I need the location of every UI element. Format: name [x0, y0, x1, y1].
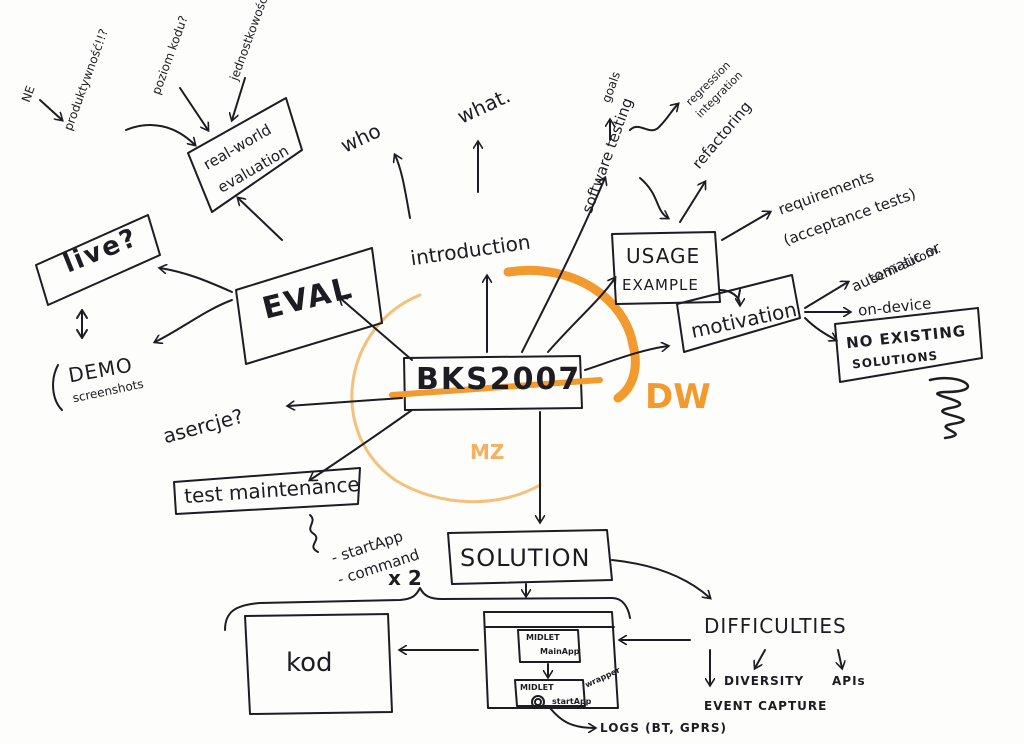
phone-sub1: MainApp: [540, 647, 580, 656]
solution-box: [447, 529, 613, 585]
live-box: [35, 214, 161, 306]
phone-midlet-box: [517, 629, 581, 663]
phone-midlet1: MIDLET: [526, 633, 560, 642]
no-existing-box: [834, 307, 983, 383]
usage-line2: EXAMPLE: [622, 276, 699, 294]
phone-startapp-box: [514, 679, 586, 707]
phone-outline: [483, 611, 619, 709]
logs-label: LOGS (BT, GPRS): [600, 721, 727, 735]
difficulties-diversity: DIVERSITY: [724, 674, 805, 688]
phone-sub2: startApp: [552, 697, 592, 706]
real-world-box: [187, 97, 303, 213]
demo-bracket: [52, 364, 63, 411]
center-strike: [389, 377, 603, 398]
difficulties-apis: APIs: [832, 674, 866, 688]
center-label: BKS2007: [416, 362, 582, 397]
test-maintenance-box: [173, 467, 361, 515]
phone-midlet2: MIDLET: [520, 683, 554, 692]
mz-label: MZ: [470, 440, 505, 464]
difficulties-title: DIFFICULTIES: [704, 614, 847, 638]
eval-box: [235, 247, 383, 365]
commands-times: x 2: [388, 566, 422, 590]
mz-arc: [350, 293, 542, 504]
scribble-mark: [928, 376, 970, 440]
solution-label: SOLUTION: [460, 544, 591, 572]
dw-label: DW: [645, 377, 711, 417]
usage-line1: USAGE: [626, 244, 701, 268]
difficulties-event-capture: EVENT CAPTURE: [704, 699, 828, 713]
brace: [224, 587, 631, 631]
dw-arc: [503, 266, 640, 403]
motivation-box: [676, 274, 801, 353]
kod-label: kod: [286, 648, 333, 678]
kod-box: [244, 613, 393, 715]
